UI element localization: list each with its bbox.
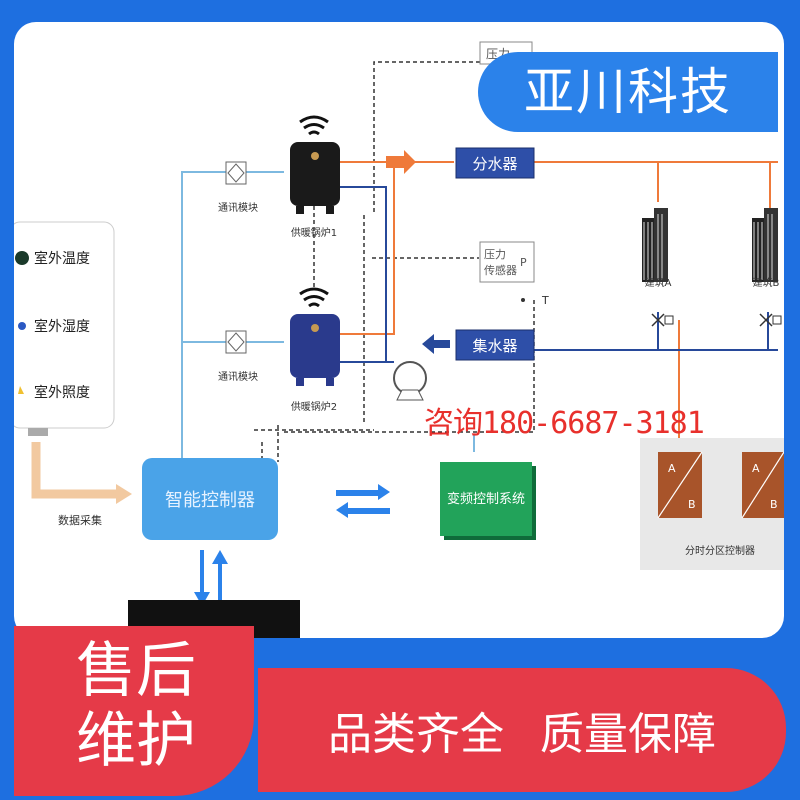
data-collect-label: 数据采集: [58, 513, 102, 527]
boiler-2-body: [290, 314, 340, 378]
service-line-1: 售后: [76, 636, 196, 706]
wifi-icon: [299, 115, 329, 136]
slogan-banner: 品类齐全 质量保障: [258, 668, 786, 792]
distributor-label: 分水器: [472, 155, 517, 173]
comm-cables: [181, 171, 475, 460]
building-b-label: 建筑B: [753, 276, 780, 289]
boiler-1: 供暖锅炉1: [290, 115, 340, 239]
comm-module-2-label: 通讯模块: [218, 371, 258, 383]
collector-label: 集水器: [472, 337, 517, 355]
vfd-box: [440, 462, 532, 536]
boiler-2: 供暖锅炉2: [290, 287, 340, 413]
vertical-arrows-icon: [194, 550, 228, 606]
data-collect-arrow-icon: [116, 484, 132, 504]
return-arrow-icon: [422, 334, 450, 354]
pressure-sensor-label: 压力: [484, 248, 506, 261]
sensor-temp-label: 室外温度: [34, 250, 90, 267]
pressure-sensor-label2: 传感器: [484, 264, 517, 277]
boiler-1-gauge: [311, 152, 319, 160]
boiler-2-label: 供暖锅炉2: [291, 400, 337, 413]
comm-module-1-label: 通讯模块: [218, 202, 258, 214]
wifi-icon: [299, 287, 329, 308]
data-collect-path: [31, 442, 118, 499]
contact-phone: 咨询180-6687-3181: [424, 406, 705, 441]
temp-probe: [521, 298, 525, 302]
pressure-sensor-box: [479, 241, 535, 283]
building-b: 建筑B: [752, 208, 782, 327]
valve-b-icon: [759, 313, 773, 327]
pressure-p-label: P: [520, 256, 527, 269]
vfd-label: 变频控制系统: [447, 491, 525, 507]
temp-label: T: [541, 294, 549, 307]
svg-text:B: B: [770, 498, 778, 511]
boiler-1-body: [290, 142, 340, 206]
zone-controller-label: 分时分区控制器: [685, 544, 755, 557]
distributor-box: [455, 147, 535, 179]
zone-valve-b: A B: [741, 451, 784, 519]
sensor-light-label: 室外照度: [34, 384, 90, 401]
smart-controller-box: [142, 458, 278, 540]
comm-module-1: 通讯模块: [218, 161, 258, 214]
temperature-icon: [15, 251, 29, 265]
humidity-icon: [18, 322, 26, 330]
brand-banner: 亚川科技: [478, 52, 778, 132]
supply-arrow-icon: [386, 150, 416, 174]
light-icon: [18, 386, 24, 394]
sensor-humidity-label: 室外湿度: [34, 318, 90, 335]
boiler-2-gauge: [311, 324, 319, 332]
heating-system-diagram: 分水器 集水器 T 压力 压力 传感器 P 供暖锅炉1 供暖锅炉2: [14, 41, 784, 606]
collector-box: [455, 329, 535, 361]
exchange-arrows-icon: [336, 484, 390, 518]
svg-text:B: B: [688, 498, 696, 511]
zone-valve-a: A B: [657, 451, 703, 519]
building-a: 建筑A: [642, 208, 674, 327]
service-line-2: 维护: [76, 706, 196, 776]
svg-text:A: A: [752, 462, 760, 475]
pump-icon: [393, 361, 427, 401]
service-box: 售后 维护: [14, 626, 254, 796]
comm-module-2: 通讯模块: [218, 330, 258, 383]
building-a-label: 建筑A: [645, 276, 672, 289]
boiler-1-label: 供暖锅炉1: [291, 226, 337, 239]
svg-text:A: A: [668, 462, 676, 475]
valve-a-icon: [651, 313, 665, 327]
outdoor-sensors-panel: 室外温度 室外湿度 室外照度: [14, 221, 115, 436]
smart-controller-label: 智能控制器: [165, 490, 255, 511]
return-pipes: [339, 186, 778, 363]
